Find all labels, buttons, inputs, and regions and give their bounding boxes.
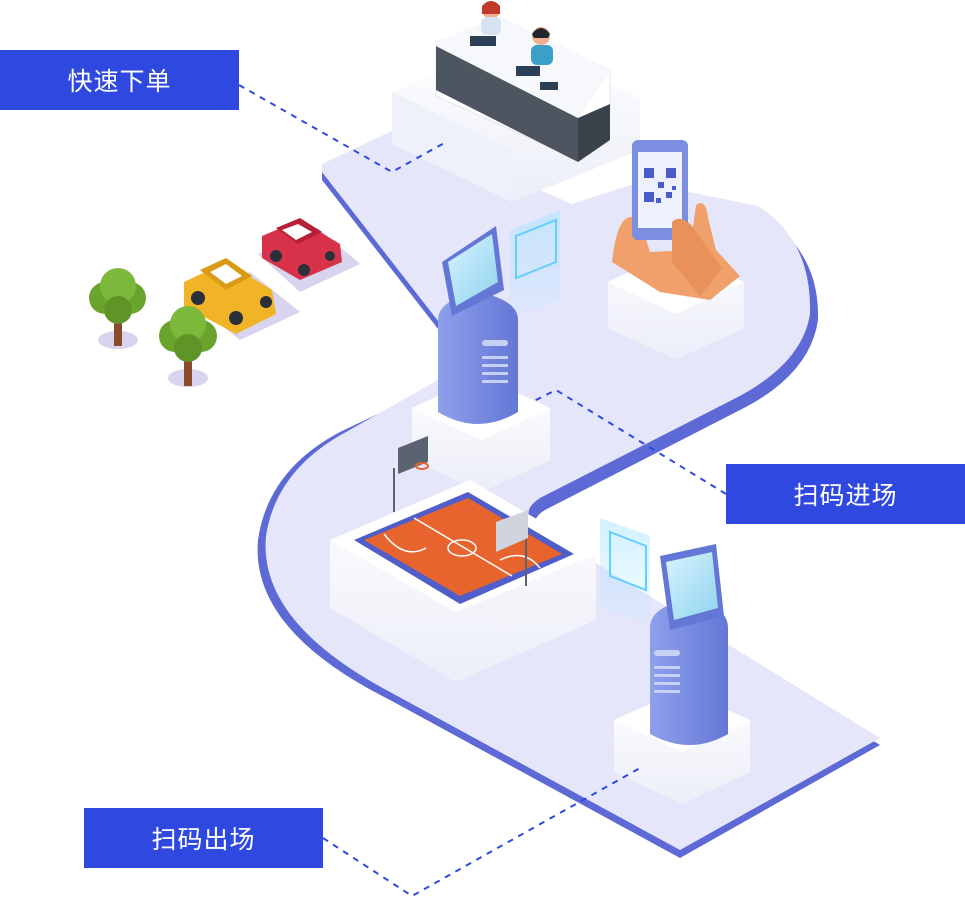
label-quick-order: 快速下单	[0, 50, 239, 110]
scan-panel-icon-exit	[600, 518, 650, 626]
leader-line-exit	[322, 767, 641, 898]
label-scan-entry: 扫码进场	[726, 464, 965, 524]
qr-phone-icon	[612, 140, 740, 300]
staff-icon	[470, 1, 558, 90]
car-icon-yellow	[184, 258, 300, 340]
leader-line-entry	[531, 388, 727, 495]
kiosk-icon-entry	[438, 226, 518, 424]
tree-icon-1	[89, 268, 146, 349]
scan-panel-icon-entry	[510, 210, 560, 320]
leader-lines	[238, 84, 727, 898]
label-scan-exit: 扫码出场	[84, 808, 323, 868]
car-icon-red	[258, 218, 360, 292]
basketball-court-icon	[330, 436, 596, 682]
kiosk-icon-exit	[650, 544, 728, 745]
leader-line-order	[238, 84, 447, 174]
tree-icon-2	[159, 306, 217, 387]
